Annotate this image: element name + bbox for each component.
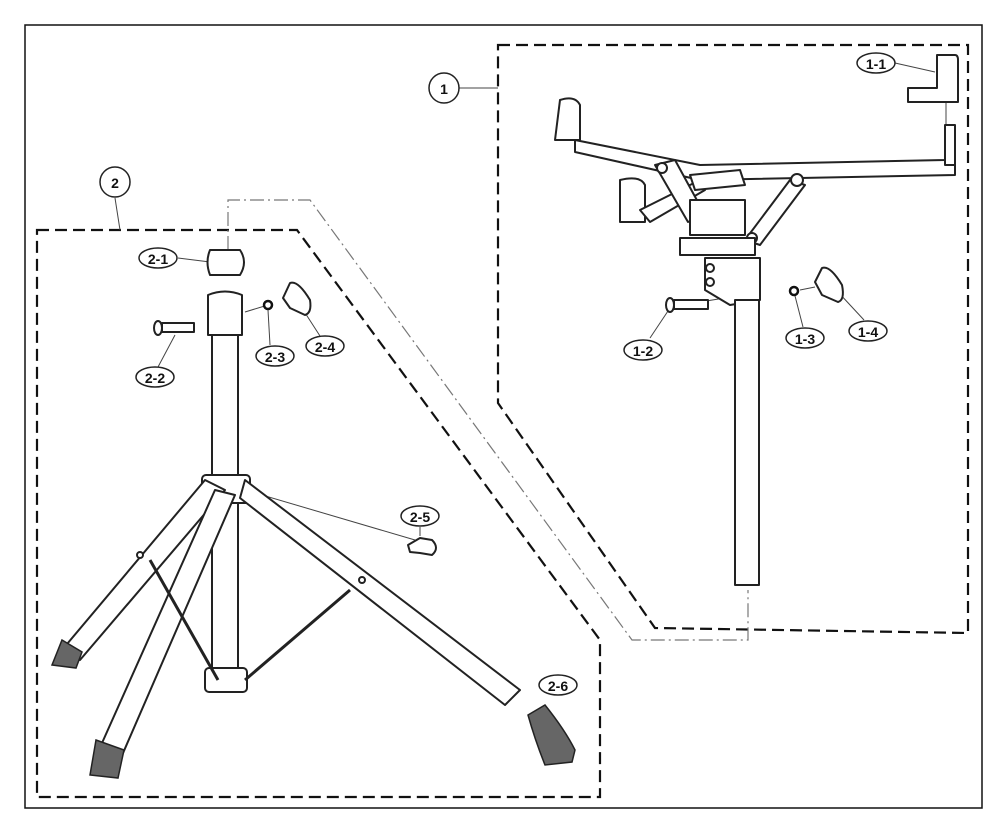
callout-label: 2 bbox=[111, 175, 119, 191]
callout-1-2: 1-2 bbox=[623, 339, 663, 361]
callout-2-2: 2-2 bbox=[135, 366, 175, 388]
callout-label: 2-1 bbox=[148, 251, 168, 267]
part-2-3-washer bbox=[262, 299, 274, 311]
callout-2-3: 2-3 bbox=[255, 345, 295, 367]
part-1-3-washer bbox=[788, 285, 800, 297]
callout-label: 2-4 bbox=[315, 339, 335, 355]
group-2-boundary bbox=[35, 228, 602, 799]
snare-basket bbox=[554, 97, 956, 586]
part-2-5-wing-bolt bbox=[407, 537, 437, 556]
part-1-4-wing-nut bbox=[814, 266, 844, 303]
callout-label: 1-2 bbox=[633, 343, 653, 359]
callout-2-1: 2-1 bbox=[138, 247, 178, 269]
callout-2-4: 2-4 bbox=[305, 335, 345, 357]
group-1-boundary bbox=[496, 43, 970, 635]
part-2-2-bolt bbox=[153, 320, 195, 336]
callout-2-5: 2-5 bbox=[400, 505, 440, 527]
callout-2-6: 2-6 bbox=[538, 674, 578, 696]
part-2-1-joint bbox=[206, 249, 245, 276]
callout-label: 1 bbox=[440, 81, 448, 97]
callout-label: 2-3 bbox=[265, 349, 285, 365]
callout-1-3: 1-3 bbox=[785, 327, 825, 349]
callout-1: 1 bbox=[428, 72, 460, 104]
part-2-6-rubber-foot bbox=[527, 704, 576, 766]
callout-label: 1-4 bbox=[858, 324, 878, 340]
callout-label: 2-6 bbox=[548, 678, 568, 694]
callout-1-1: 1-1 bbox=[856, 52, 896, 74]
callout-1-4: 1-4 bbox=[848, 320, 888, 342]
part-2-4-wing-nut bbox=[282, 281, 312, 316]
callout-label: 1-3 bbox=[795, 331, 815, 347]
tripod-base bbox=[50, 290, 521, 779]
callout-label: 1-1 bbox=[866, 56, 886, 72]
callout-2: 2 bbox=[99, 166, 131, 198]
leader-lines bbox=[114, 62, 947, 541]
callout-label: 2-2 bbox=[145, 370, 165, 386]
diagram-frame bbox=[24, 24, 983, 809]
part-1-1-rubber-cap bbox=[907, 54, 959, 103]
assembly-line bbox=[227, 199, 749, 641]
callout-label: 2-5 bbox=[410, 509, 430, 525]
part-1-2-bolt bbox=[665, 297, 709, 313]
